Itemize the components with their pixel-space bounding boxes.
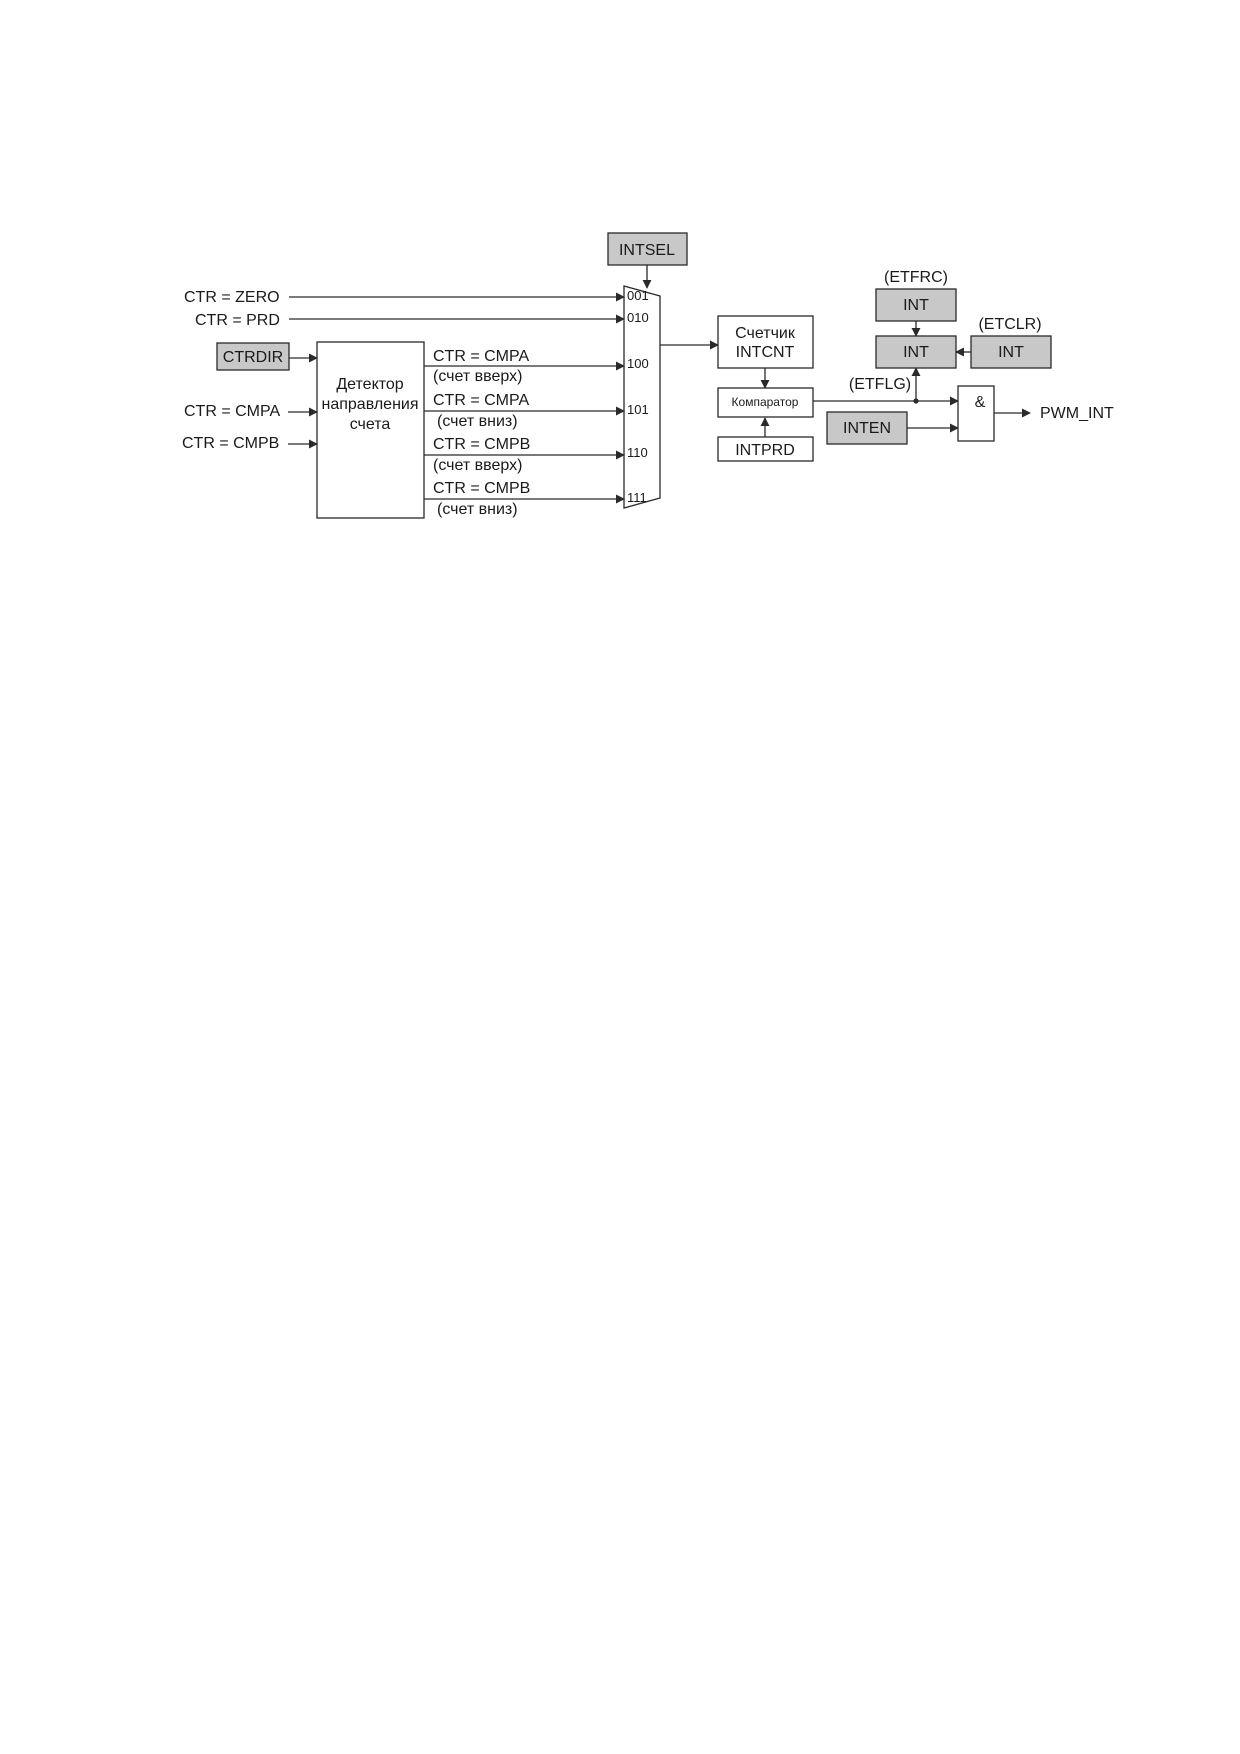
mux-code-010: 010	[627, 310, 649, 325]
comparator-label: Компаратор	[732, 395, 799, 409]
pwm-int-output-label: PWM_INT	[1040, 405, 1114, 422]
etflg-label: (ETFLG)	[849, 376, 911, 393]
detector-output-4-signal: CTR = CMPB	[433, 480, 530, 497]
etfrc-label: (ETFRC)	[884, 269, 948, 286]
ctrdir-label: CTRDIR	[223, 349, 283, 366]
intprd-label: INTPRD	[735, 442, 795, 459]
mux-code-110: 110	[627, 445, 648, 460]
detector-line-3: счета	[350, 416, 391, 433]
and-gate	[957, 385, 995, 442]
direction-detector-block	[316, 341, 425, 519]
and-gate-symbol: &	[975, 394, 986, 411]
detector-output-3-direction: (счет вверх)	[433, 457, 522, 474]
etflg-int-register	[875, 335, 957, 369]
mux-code-101: 101	[627, 402, 649, 417]
detector-output-3-signal: CTR = CMPB	[433, 436, 530, 453]
mux-code-100: 100	[627, 356, 649, 371]
detector-output-1-signal: CTR = CMPA	[433, 348, 529, 365]
input-ctr-prd: CTR = PRD	[195, 312, 280, 329]
inten-register	[826, 411, 908, 445]
input-ctr-zero: CTR = ZERO	[184, 289, 280, 306]
intcnt-counter-block	[717, 315, 814, 369]
etflg-int-label: INT	[903, 344, 929, 361]
detector-output-2-signal: CTR = CMPA	[433, 392, 529, 409]
inten-label: INTEN	[843, 420, 891, 437]
detector-line-2: направления	[322, 396, 419, 413]
input-ctr-cmpb: CTR = CMPB	[182, 435, 279, 452]
detector-output-4-direction: (счет вниз)	[437, 501, 518, 518]
counter-line-1: Счетчик	[735, 325, 796, 342]
etfrc-int-register	[875, 288, 957, 322]
ctrdir-register	[216, 342, 290, 371]
detector-line-1: Детектор	[336, 376, 403, 393]
comparator-block	[717, 387, 814, 418]
etclr-label: (ETCLR)	[978, 316, 1041, 333]
etfrc-int-label: INT	[903, 297, 929, 314]
intsel-label: INTSEL	[619, 242, 675, 259]
input-ctr-cmpa: CTR = CMPA	[184, 403, 280, 420]
intprd-register	[717, 436, 814, 462]
detector-output-2-direction: (счет вниз)	[437, 413, 518, 430]
etclr-int-label: INT	[998, 344, 1024, 361]
counter-line-2: INTCNT	[736, 344, 795, 361]
interrupt-select-mux	[623, 285, 661, 509]
detector-output-1-direction: (счет вверх)	[433, 368, 522, 385]
intsel-register	[607, 232, 688, 266]
mux-code-111: 111	[627, 490, 647, 505]
mux-code-001: 001	[627, 288, 649, 303]
